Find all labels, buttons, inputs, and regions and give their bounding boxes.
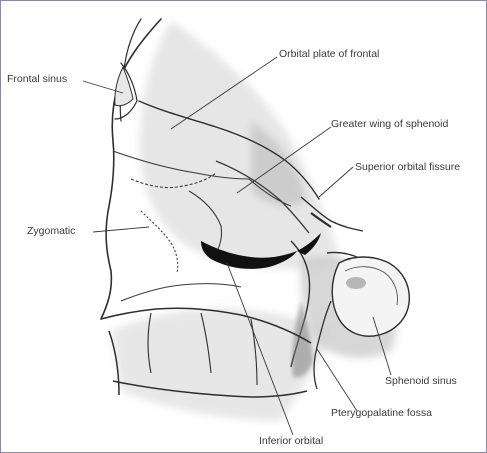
shading-layer [111, 21, 396, 421]
label-inferior-orbital: Inferior orbital [259, 435, 323, 447]
label-greater-wing-of-sphenoid: Greater wing of sphenoid [331, 118, 448, 130]
frontal-sinus-cavity [115, 67, 133, 106]
label-orbital-plate-of-frontal: Orbital plate of frontal [279, 48, 379, 60]
leader-superior-orbital-fissure [319, 167, 353, 197]
label-superior-orbital-fissure: Superior orbital fissure [355, 161, 460, 173]
label-frontal-sinus: Frontal sinus [7, 73, 67, 85]
label-sphenoid-sinus: Sphenoid sinus [385, 375, 457, 387]
leader-zygomatic [93, 227, 149, 232]
leader-pterygopalatine [317, 349, 357, 411]
label-pterygopalatine-fossa: Pterygopalatine fossa [331, 407, 432, 419]
label-zygomatic: Zygomatic [27, 225, 75, 237]
